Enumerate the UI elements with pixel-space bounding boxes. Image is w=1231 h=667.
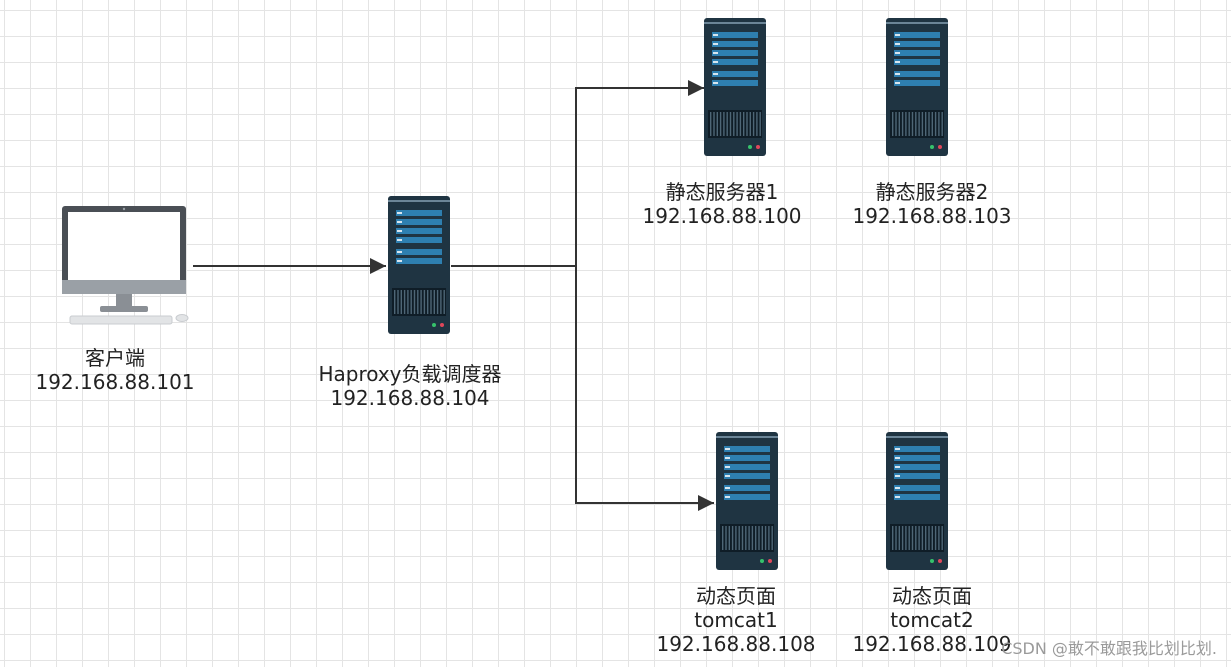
static-server-2-name: 静态服务器2 [875, 180, 989, 204]
connector-to-tomcat1 [575, 266, 714, 511]
tomcat-server-1-name: 动态页面 [696, 584, 776, 608]
client-ip: 192.168.88.101 [35, 370, 195, 394]
tomcat-server-2-icon [886, 432, 948, 570]
static-server-1-ip: 192.168.88.100 [642, 204, 802, 228]
static-server-2-icon [886, 18, 948, 156]
static-server-2-label: 静态服务器2 192.168.88.103 [846, 180, 1018, 228]
client-name: 客户端 [85, 346, 145, 370]
haproxy-name: Haproxy负载调度器 [318, 362, 502, 386]
static-server-1-name: 静态服务器1 [665, 180, 779, 204]
tomcat-server-1-icon [716, 432, 778, 570]
tomcat-server-2-ip: 192.168.88.109 [852, 632, 1012, 656]
haproxy-ip: 192.168.88.104 [330, 386, 490, 410]
client-label: 客户端 192.168.88.101 [25, 346, 205, 394]
tomcat-server-1-ip: 192.168.88.108 [656, 632, 816, 656]
tomcat-server-1-host: tomcat1 [694, 608, 778, 632]
static-server-1-icon [704, 18, 766, 156]
connector-to-static1 [575, 80, 704, 266]
static-server-2-ip: 192.168.88.103 [852, 204, 1012, 228]
tomcat-server-2-host: tomcat2 [890, 608, 974, 632]
haproxy-label: Haproxy负载调度器 192.168.88.104 [300, 362, 520, 410]
watermark: CSDN @敢不敢跟我比划比划. [1001, 639, 1217, 658]
static-server-1-label: 静态服务器1 192.168.88.100 [636, 180, 808, 228]
haproxy-server-icon [388, 196, 450, 334]
tomcat-server-1-label: 动态页面 tomcat1 192.168.88.108 [650, 584, 822, 656]
tomcat-server-2-name: 动态页面 [892, 584, 972, 608]
tomcat-server-2-label: 动态页面 tomcat2 192.168.88.109 [846, 584, 1018, 656]
client-computer-icon [62, 206, 189, 325]
